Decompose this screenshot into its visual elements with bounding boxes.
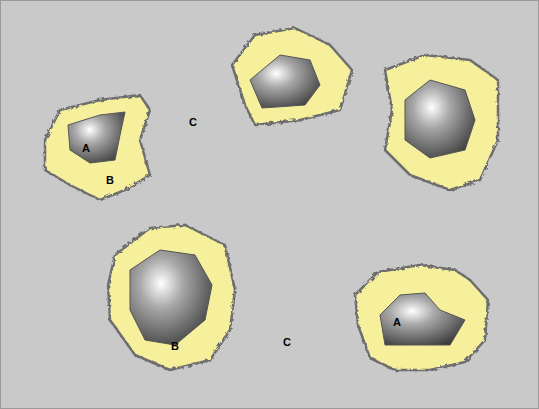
region-label: B xyxy=(171,341,179,352)
grain-core xyxy=(405,80,475,158)
grain-rim xyxy=(232,28,352,125)
region-label: A xyxy=(393,317,401,328)
grain-core xyxy=(250,55,320,108)
region-label: A xyxy=(82,143,90,154)
grain-rim xyxy=(355,265,488,370)
region-label: C xyxy=(283,337,291,348)
grain-core xyxy=(130,250,212,345)
grain-rim xyxy=(45,95,150,200)
region-label: B xyxy=(106,175,114,186)
region-label: C xyxy=(189,117,197,128)
grain-core xyxy=(68,112,125,163)
grain-core xyxy=(380,293,465,345)
grain-rim xyxy=(108,225,235,370)
grain-rim xyxy=(385,55,498,190)
